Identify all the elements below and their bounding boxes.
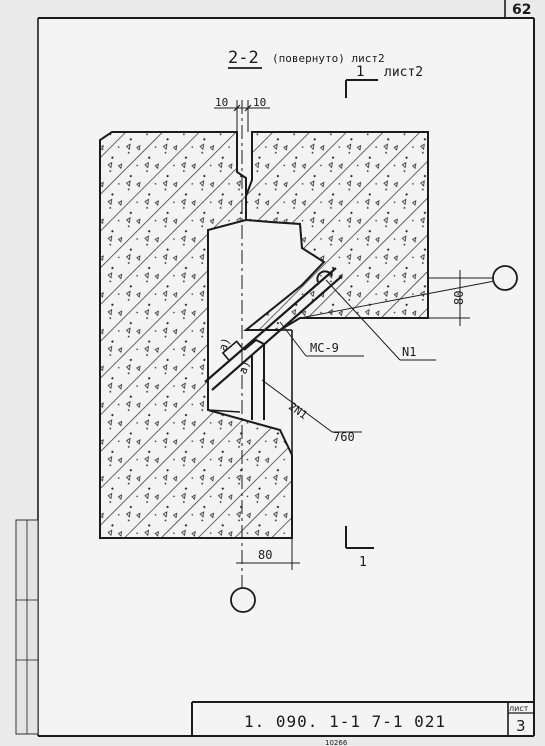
ref-top-sheet: лист2: [384, 65, 423, 80]
dimension-right: [428, 270, 470, 326]
label-760: 760: [333, 430, 355, 444]
concrete-section: [99, 131, 429, 539]
ref-bottom-number: 1: [359, 555, 367, 570]
leader-2n1: [261, 379, 362, 433]
dimension-bottom: [236, 538, 300, 570]
leader-mc9: [279, 321, 364, 357]
dim-bottom: 80: [258, 548, 272, 562]
page-number: 62: [512, 2, 531, 18]
section-subtitle: (повернуто) лист2: [272, 52, 385, 65]
axis-bubble-bottom: [230, 587, 256, 613]
label-mc9: МС-9: [310, 341, 339, 355]
section-title: 2-2: [228, 48, 259, 68]
section-heading: 2-2 (повернуто) лист2 1 лист2: [228, 48, 423, 98]
section-mark-bottom: [345, 526, 374, 549]
dim-top-left: 10: [215, 96, 228, 109]
sheet-number: 3: [516, 717, 526, 735]
weld-mark-lower: a): [236, 359, 253, 376]
axis-bubble-right: [492, 265, 518, 291]
embedded-plate-mc9: [204, 267, 343, 420]
left-stamp: [15, 519, 39, 735]
dim-top-right: 10: [253, 96, 266, 109]
sheet-label: лист: [509, 704, 529, 713]
weld-mark-upper: a): [216, 336, 233, 353]
document-code: 1. 090. 1-1 7-1 021: [244, 712, 446, 731]
label-n1: N1: [402, 345, 416, 359]
ref-top-number: 1: [356, 64, 364, 80]
bottom-stamp: 10266: [325, 739, 348, 746]
leader-n1: [325, 279, 436, 361]
dimension-top: [214, 100, 270, 132]
title-block: [191, 701, 534, 736]
dim-right-vertical: 80: [452, 291, 466, 305]
